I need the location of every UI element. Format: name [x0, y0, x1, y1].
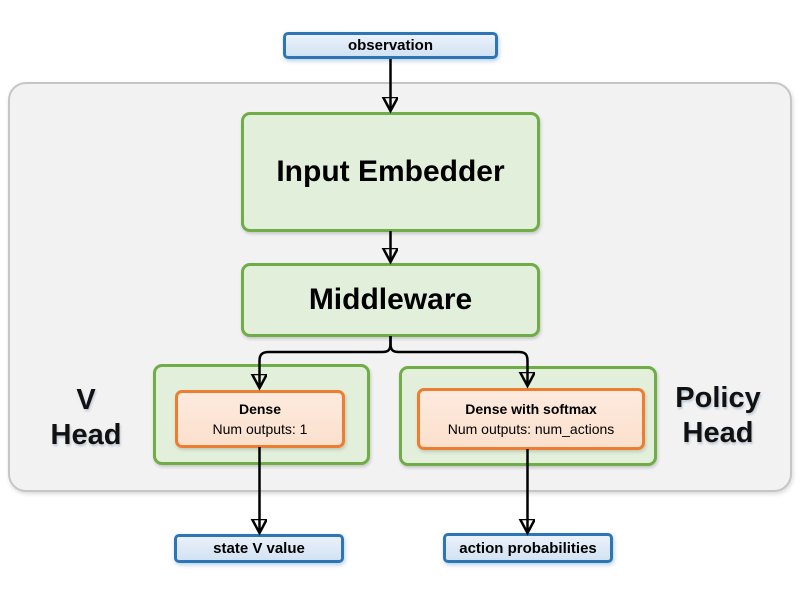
middleware-label: Middleware	[308, 283, 473, 316]
observation-label: observation	[347, 37, 434, 54]
v-head-label: V Head	[31, 383, 141, 453]
policy-head-label-line2: Head	[682, 417, 754, 449]
policy-head-label: Policy Head	[662, 381, 774, 451]
observation-node: observation	[283, 32, 498, 59]
v-dense-title: Dense	[238, 401, 282, 417]
state-v-value-node: state V value	[174, 534, 344, 563]
policy-head-label-line1: Policy	[675, 382, 761, 414]
policy-head-dense-node: Dense with softmax Num outputs: num_acti…	[417, 388, 645, 450]
middleware-node: Middleware	[241, 263, 540, 337]
policy-dense-outputs: Num outputs: num_actions	[447, 421, 615, 437]
v-head-label-line1: V	[76, 384, 96, 416]
v-dense-outputs: Num outputs: 1	[212, 421, 308, 437]
v-head-label-line2: Head	[50, 419, 122, 451]
input-embedder-node: Input Embedder	[241, 112, 540, 232]
action-probabilities-node: action probabilities	[443, 533, 613, 563]
policy-dense-title: Dense with softmax	[465, 401, 597, 417]
action-probabilities-label: action probabilities	[459, 539, 597, 557]
state-v-value-label: state V value	[213, 540, 305, 557]
v-head-dense-node: Dense Num outputs: 1	[175, 390, 345, 448]
input-embedder-label: Input Embedder	[276, 155, 505, 188]
